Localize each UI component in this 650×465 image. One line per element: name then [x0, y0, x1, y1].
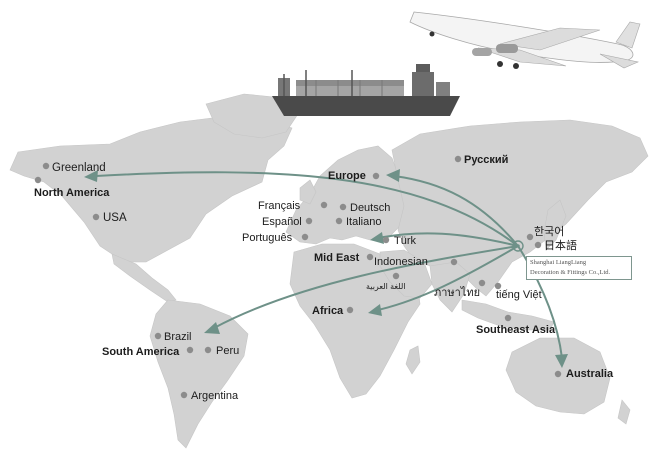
new-zealand-landmass	[617, 399, 631, 425]
arrowhead-north-america	[84, 170, 98, 182]
pin-southeast-asia	[504, 314, 512, 322]
pin-argentina	[180, 391, 188, 399]
pin-japanese	[534, 241, 542, 249]
arrowhead-australia	[555, 354, 568, 368]
pin-greenland	[42, 162, 50, 170]
label-vietnamese: tiếng Việt	[496, 289, 542, 301]
pin-europe	[372, 172, 380, 180]
pin-south-america	[186, 346, 194, 354]
india-landmass	[429, 261, 471, 313]
location-labels: Greenland North America USA Europe Русск…	[34, 154, 614, 402]
pin-arabic	[392, 272, 400, 280]
greenland-landmass	[205, 93, 299, 139]
trade-routes	[84, 169, 568, 368]
pin-italian	[335, 217, 343, 225]
arrowhead-south-america	[204, 322, 220, 334]
label-argentina: Argentina	[191, 390, 239, 402]
route-to-south-america	[213, 245, 519, 329]
pin-vietnamese	[494, 282, 502, 290]
route-to-africa	[377, 245, 519, 311]
label-portuguese: Português	[242, 232, 293, 244]
label-spanish: Español	[262, 216, 302, 228]
uk-landmass	[299, 179, 317, 205]
label-peru: Peru	[216, 345, 239, 357]
label-greenland: Greenland	[52, 162, 106, 174]
label-arabic: اللغة العربية	[366, 282, 406, 291]
pin-russian	[454, 155, 462, 163]
pin-spanish	[305, 217, 313, 225]
pin-usa	[92, 213, 100, 221]
pin-brazil	[154, 332, 162, 340]
japan-landmass	[543, 199, 567, 251]
company-name-line1: Shanghai LiangLiang	[530, 259, 587, 266]
label-africa: Africa	[312, 305, 344, 317]
company-name-box: Shanghai LiangLiang Decoration & Fitting…	[526, 256, 632, 280]
origin-marker	[512, 240, 524, 252]
label-brazil: Brazil	[164, 331, 192, 343]
africa-landmass	[289, 243, 421, 399]
madagascar-landmass	[405, 345, 421, 375]
label-russian: Русский	[464, 154, 508, 166]
company-name-line2: Decoration & Fittings Co.,Ltd.	[530, 269, 611, 276]
south-america-landmass	[149, 299, 249, 449]
label-southeast-asia: Southeast Asia	[476, 324, 556, 336]
north-america-landmass	[9, 115, 293, 263]
label-korean: 한국어	[534, 225, 564, 238]
pin-turkish	[382, 236, 390, 244]
label-italian: Italiano	[346, 216, 381, 228]
label-thai: ภาษาไทย	[434, 286, 480, 299]
label-usa: USA	[103, 212, 127, 224]
label-german: Deutsch	[350, 202, 390, 214]
label-australia: Australia	[566, 368, 614, 380]
pin-mid-east	[366, 253, 374, 261]
pin-german	[339, 203, 347, 211]
arrowhead-africa	[368, 304, 382, 316]
pin-australia	[554, 370, 562, 378]
label-indonesian: Indonesian	[374, 256, 428, 268]
pin-french	[320, 201, 328, 209]
route-to-europe	[393, 175, 519, 247]
label-mid-east: Mid East	[314, 252, 360, 264]
pin-indonesian	[450, 258, 458, 266]
label-north-america: North America	[34, 187, 110, 199]
label-south-america: South America	[102, 346, 180, 358]
airplane-icon	[409, 11, 641, 69]
pin-africa	[346, 306, 354, 314]
location-pins	[34, 155, 562, 399]
pin-thai	[478, 279, 486, 287]
label-french: Français	[258, 200, 301, 212]
label-europe: Europe	[328, 170, 366, 182]
pin-north-america	[34, 176, 42, 184]
pin-korean	[526, 233, 534, 241]
cargo-ship-icon	[272, 64, 460, 116]
label-japanese: 日本語	[544, 238, 577, 252]
route-to-north-america	[95, 171, 519, 247]
arrowhead-europe	[386, 169, 400, 182]
route-to-mid-east	[377, 232, 519, 247]
asia-landmass	[391, 119, 649, 297]
arrowhead-mid-east	[370, 232, 384, 244]
pin-portuguese	[301, 233, 309, 241]
pin-peru	[204, 346, 212, 354]
label-turkish: Türk	[394, 235, 417, 247]
